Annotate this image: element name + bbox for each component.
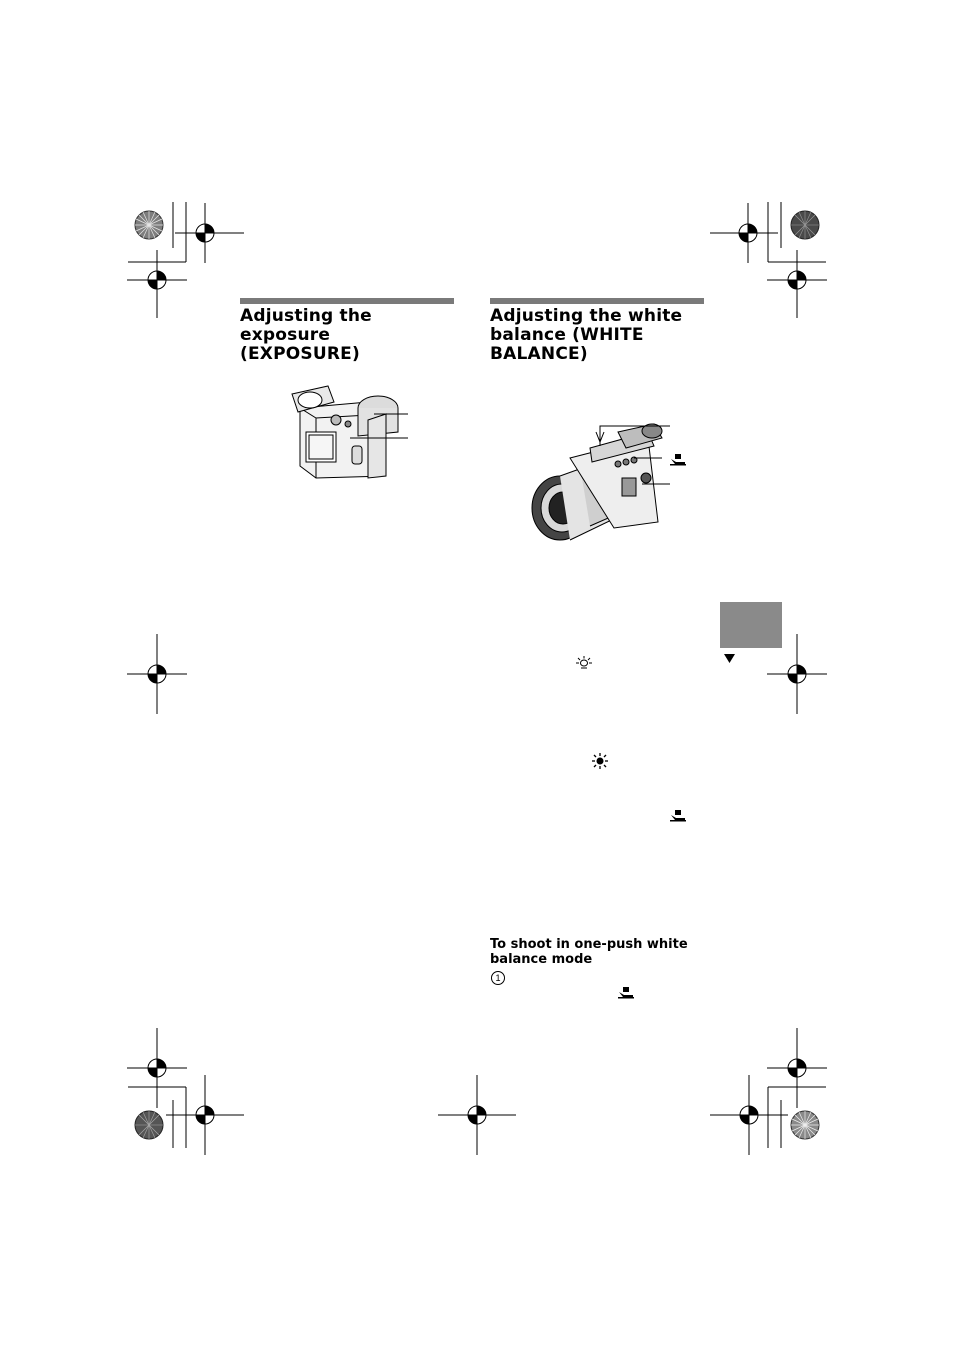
registration-target-icon xyxy=(127,250,187,318)
subsection-title-one-push: To shoot in one-push white balance mode xyxy=(490,937,688,967)
registration-target-icon xyxy=(767,1028,827,1108)
section-title-white-balance: Adjusting the white balance (WHITE BALAN… xyxy=(490,306,683,364)
one-push-white-balance-icon xyxy=(670,810,686,822)
registration-target-icon xyxy=(166,1075,244,1155)
registration-target-icon xyxy=(127,1028,187,1108)
registration-target-icon xyxy=(710,1075,788,1155)
registration-target-icon xyxy=(438,1075,516,1155)
registration-target-icon xyxy=(710,203,778,263)
color-bar-wheel-icon xyxy=(134,210,164,240)
one-push-white-balance-icon xyxy=(670,454,686,466)
registration-target-icon xyxy=(127,634,187,714)
registration-target-icon xyxy=(767,250,827,318)
section-rule-left xyxy=(240,298,454,304)
chapter-tab xyxy=(720,602,782,648)
camera-illustration xyxy=(531,423,670,541)
color-bar-wheel-icon xyxy=(790,210,820,240)
continue-arrow-icon xyxy=(724,654,735,663)
registration-target-icon xyxy=(767,634,827,714)
step-number: 1 xyxy=(491,971,505,985)
registration-target-icon xyxy=(175,203,244,263)
sun-icon xyxy=(592,753,608,769)
one-push-white-balance-icon xyxy=(618,987,634,999)
section-rule-right xyxy=(490,298,704,304)
color-bar-wheel-icon xyxy=(790,1110,820,1140)
fluorescent-lamp-icon xyxy=(576,656,592,669)
camera-illustration xyxy=(291,385,408,479)
color-bar-wheel-icon xyxy=(134,1110,164,1140)
section-title-exposure: Adjusting the exposure (EXPOSURE) xyxy=(240,306,372,364)
